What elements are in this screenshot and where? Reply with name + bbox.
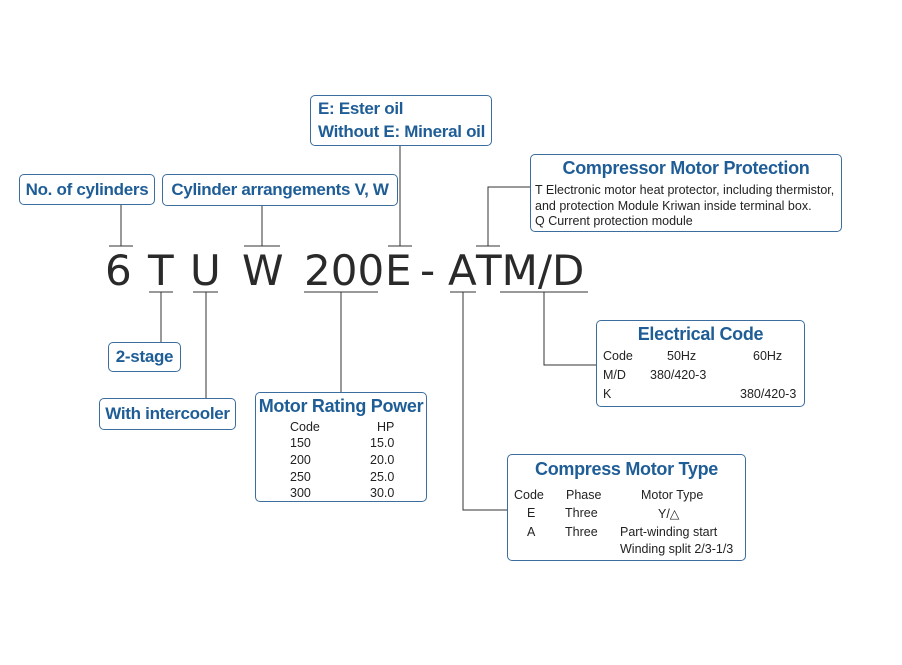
- code-char-6: 6: [105, 246, 132, 295]
- electrical-header-60hz: 60Hz: [753, 349, 783, 363]
- cylinders-box: No. of cylinders: [19, 174, 155, 205]
- motor-type-code: A: [527, 525, 536, 539]
- intercooler-label: With intercooler: [105, 404, 230, 423]
- electrical-header-code: Code: [603, 349, 633, 363]
- code-char-200: 200: [304, 246, 385, 295]
- arrangements-box: Cylinder arrangements V, W: [162, 174, 398, 206]
- protection-line-1: T Electronic motor heat protector, inclu…: [535, 183, 835, 197]
- electrical-header-50hz: 50Hz: [667, 349, 697, 363]
- oil-line-1: E: Ester oil: [318, 99, 404, 118]
- intercooler-box: With intercooler: [99, 398, 236, 430]
- motor-type-phase: Three: [565, 525, 598, 539]
- rating-box: Motor Rating Power Code HP 150 15.0 200 …: [255, 392, 427, 502]
- line-electrical: [543, 292, 596, 366]
- electrical-code: M/D: [603, 368, 626, 382]
- code-char-TMD: TM/D: [476, 246, 585, 295]
- rating-header-code: Code: [290, 420, 320, 434]
- rating-header-hp: HP: [377, 420, 395, 434]
- code-char-dash: -: [420, 246, 436, 295]
- protection-title: Compressor Motor Protection: [562, 158, 810, 178]
- motor-type-code: E: [527, 506, 536, 520]
- motor-type-value: Winding split 2/3-1/3: [620, 542, 734, 556]
- cylinders-label: No. of cylinders: [25, 179, 149, 199]
- electrical-code: K: [603, 387, 612, 401]
- line-protection: [487, 186, 531, 246]
- protection-line-2: and protection Module Kriwan inside term…: [535, 199, 812, 213]
- electrical-50hz: 380/420-3: [650, 368, 707, 382]
- rating-hp: 25.0: [370, 470, 395, 484]
- rating-code: 300: [290, 486, 311, 500]
- electrical-box: Electrical Code Code 50Hz 60Hz M/D 380/4…: [596, 320, 805, 407]
- arrangements-label: Cylinder arrangements V, W: [171, 180, 389, 199]
- stage-label: 2-stage: [115, 347, 174, 366]
- motor-type-value: Part-winding start: [620, 525, 718, 539]
- motor-type-title: Compress Motor Type: [535, 459, 718, 479]
- motor-type-header-code: Code: [514, 488, 544, 502]
- line-motor-type: [462, 292, 508, 511]
- code-char-U: U: [190, 246, 221, 295]
- code-char-A: A: [448, 246, 477, 295]
- code-char-W: W: [242, 246, 284, 295]
- code-char-T: T: [148, 246, 174, 295]
- protection-box: Compressor Motor Protection T Electronic…: [530, 154, 842, 232]
- motor-type-box: Compress Motor Type Code Phase Motor Typ…: [507, 454, 746, 561]
- rating-hp: 20.0: [370, 453, 395, 467]
- protection-line-3: Q Current protection module: [535, 214, 693, 228]
- stage-box: 2-stage: [108, 342, 181, 372]
- code-char-E: E: [385, 246, 412, 295]
- motor-type-phase: Three: [565, 506, 598, 520]
- rating-code: 150: [290, 436, 311, 450]
- oil-box: E: Ester oil Without E: Mineral oil: [310, 95, 492, 146]
- motor-type-header-type: Motor Type: [641, 488, 704, 502]
- motor-type-header-phase: Phase: [566, 488, 602, 502]
- electrical-title: Electrical Code: [637, 324, 764, 344]
- oil-line-2: Without E: Mineral oil: [318, 122, 486, 141]
- rating-code: 200: [290, 453, 311, 467]
- electrical-60hz: 380/420-3: [740, 387, 797, 401]
- rating-hp: 15.0: [370, 436, 395, 450]
- rating-code: 250: [290, 470, 311, 484]
- rating-hp: 30.0: [370, 486, 395, 500]
- rating-title: Motor Rating Power: [258, 396, 424, 416]
- motor-type-value: Y/△: [658, 507, 680, 521]
